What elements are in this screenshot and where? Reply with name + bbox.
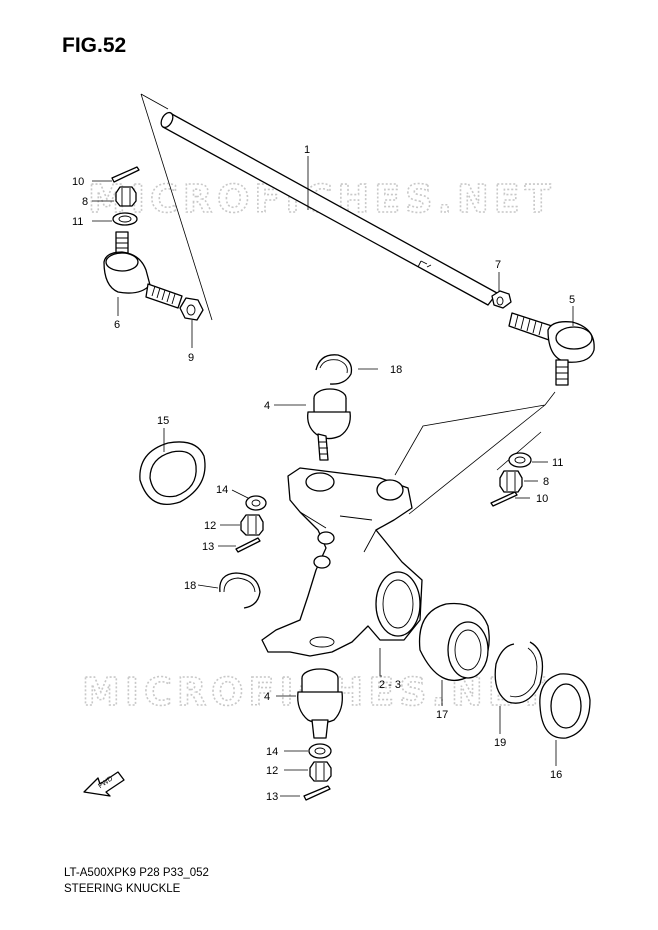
tie-rod-end-5 [508,312,595,386]
cotter-pin-10-left [111,166,140,183]
figure-title: FIG.52 [62,34,127,57]
callout-1: 1 [304,144,310,156]
callout-18-top: 18 [390,364,402,376]
callout-10-right: 10 [536,493,548,505]
callout-14-upper: 14 [216,484,228,496]
footer-code: LT-A500XPK9 P28 P33_052 [64,867,209,879]
callout-11-left: 11 [72,216,83,228]
callout-9: 9 [188,352,194,364]
callout-13-lower: 13 [266,791,278,803]
callout-6: 6 [114,319,120,331]
cotter-pin-13-upper [235,537,261,553]
castle-nut-12-lower [309,761,332,782]
snap-ring-18-top [315,354,353,385]
callout-17: 17 [436,709,448,721]
callout-5: 5 [569,294,575,306]
washer-11-left [112,212,138,226]
callout-13-upper: 13 [202,541,214,553]
callout-4-lower: 4 [264,691,270,703]
callout-10-left: 10 [72,176,84,188]
castle-nut-12-upper [240,514,264,536]
castle-nut-8-right [499,470,523,493]
ball-joint-4-top [307,388,351,461]
callout-labels: 1 7 5 10 8 11 6 9 18 4 15 11 8 10 14 12 … [72,144,575,803]
washer-14-upper [245,495,267,511]
nut-9 [179,297,204,321]
oil-seal-16 [539,673,591,739]
cotter-pin-13-lower [303,785,331,801]
castle-nut-8-left [115,186,137,207]
cotter-pin-10-right [490,491,518,507]
callout-15: 15 [157,415,169,427]
callout-12-lower: 12 [266,765,278,777]
oil-seal-15 [139,441,206,506]
callout-2-3: 2 - 3 [379,679,401,691]
washer-11-right [508,452,532,468]
washer-14-lower [308,743,332,759]
callout-8-right: 8 [543,476,549,488]
tie-rod [160,111,498,306]
fwd-arrow-icon: FWD [83,771,125,797]
callout-19: 19 [494,737,506,749]
snap-ring-19 [494,641,544,704]
bearing-17 [418,602,490,681]
snap-ring-18-lower [219,572,261,609]
steering-knuckle [261,467,423,657]
callout-14-lower: 14 [266,746,278,758]
callout-11-right: 11 [552,457,563,469]
lock-nut-7 [491,290,512,309]
callout-4-top: 4 [264,400,270,412]
callout-18-lower: 18 [184,580,196,592]
leader-lines [92,156,574,797]
callout-8-left: 8 [82,196,88,208]
callout-16: 16 [550,769,562,781]
callout-7: 7 [495,259,501,271]
footer-name: STEERING KNUCKLE [64,883,181,895]
ball-joint-4-lower [297,668,343,739]
tie-rod-end-6 [103,231,183,309]
callout-12-upper: 12 [204,520,216,532]
